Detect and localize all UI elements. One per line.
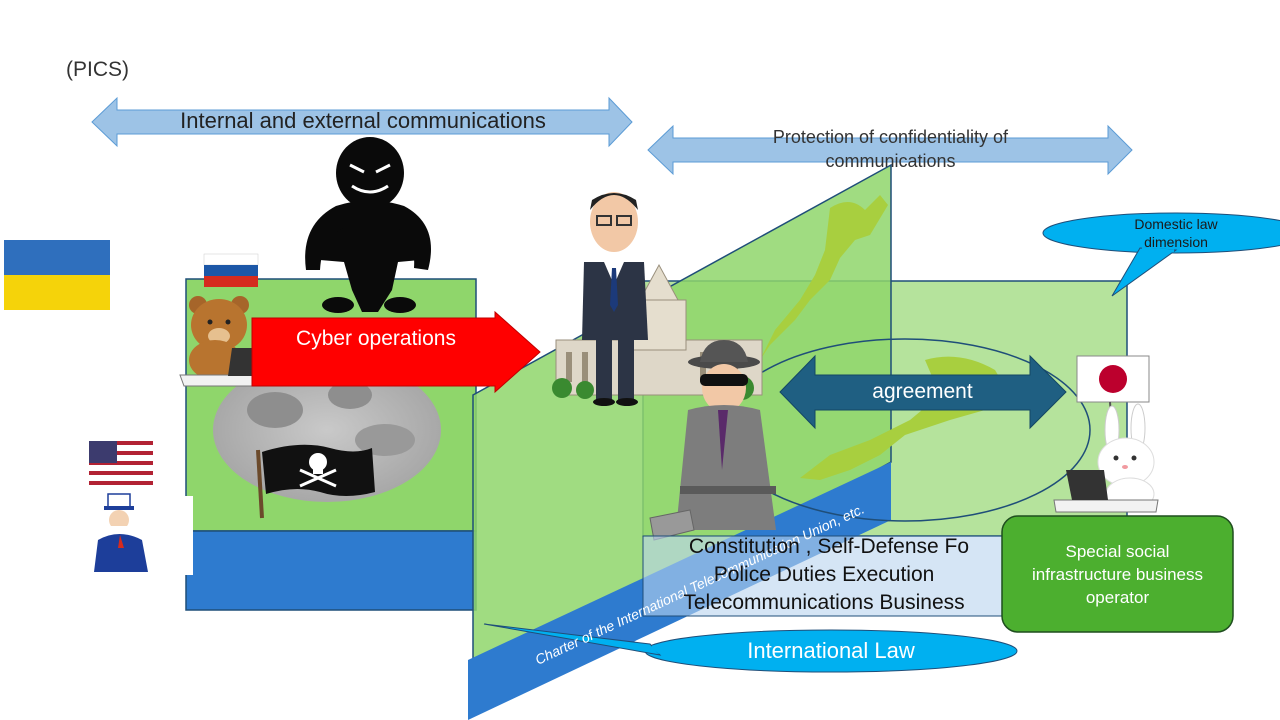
operator-line1: Special social bbox=[1065, 542, 1170, 561]
laws-line-police: Police Duties Execution bbox=[713, 563, 935, 586]
domestic-law-callout-shape bbox=[1042, 212, 1280, 297]
uncle-sam-icon bbox=[94, 493, 148, 572]
cyber-operations-label: Cyber operations bbox=[296, 327, 456, 350]
laws-line-constitution: Constitution , Self-Defense Fo bbox=[688, 535, 970, 558]
international-law-callout-label: International Law bbox=[747, 638, 915, 663]
russia-flag-icon bbox=[203, 253, 259, 287]
internal-external-label: Internal and external communications bbox=[180, 108, 546, 133]
confidentiality-label-line2: communications bbox=[825, 151, 956, 171]
operator-box bbox=[1001, 515, 1234, 633]
international-law-callout-shape bbox=[483, 623, 1018, 673]
confidentiality-arrow bbox=[647, 124, 1133, 176]
operator-label: Special social infrastructure business o… bbox=[1002, 540, 1233, 609]
ukraine-flag-icon bbox=[4, 240, 110, 310]
black-villain-icon bbox=[305, 137, 431, 313]
spy-icon bbox=[649, 340, 776, 541]
agreement-arrow bbox=[779, 354, 1067, 430]
pics-label: (PICS) bbox=[66, 58, 129, 81]
usa-flag-icon bbox=[89, 441, 153, 485]
laws-box bbox=[642, 535, 1006, 617]
rabbit-operator-icon bbox=[1053, 403, 1159, 513]
laws-line-telecom: Telecommunications Business bbox=[683, 591, 965, 614]
operator-line3: operator bbox=[1085, 588, 1150, 607]
japan-flag-icon bbox=[1076, 355, 1150, 431]
prime-minister-icon bbox=[582, 192, 648, 406]
internal-external-arrow bbox=[91, 96, 633, 148]
operator-line2: infrastructure business bbox=[1031, 565, 1204, 584]
cyber-operations-arrow bbox=[251, 310, 541, 394]
laws-text: Constitution , Self-Defense Fo Police Du… bbox=[643, 533, 1005, 617]
domestic-law-callout-line2: dimension bbox=[1144, 234, 1208, 250]
confidentiality-label-line1: Protection of confidentiality of bbox=[772, 127, 1009, 147]
white-patch bbox=[152, 496, 193, 575]
pirate-flag-icon bbox=[256, 444, 375, 519]
agreement-label: agreement bbox=[872, 380, 973, 403]
domestic-law-callout-line1: Domestic law bbox=[1134, 216, 1218, 232]
